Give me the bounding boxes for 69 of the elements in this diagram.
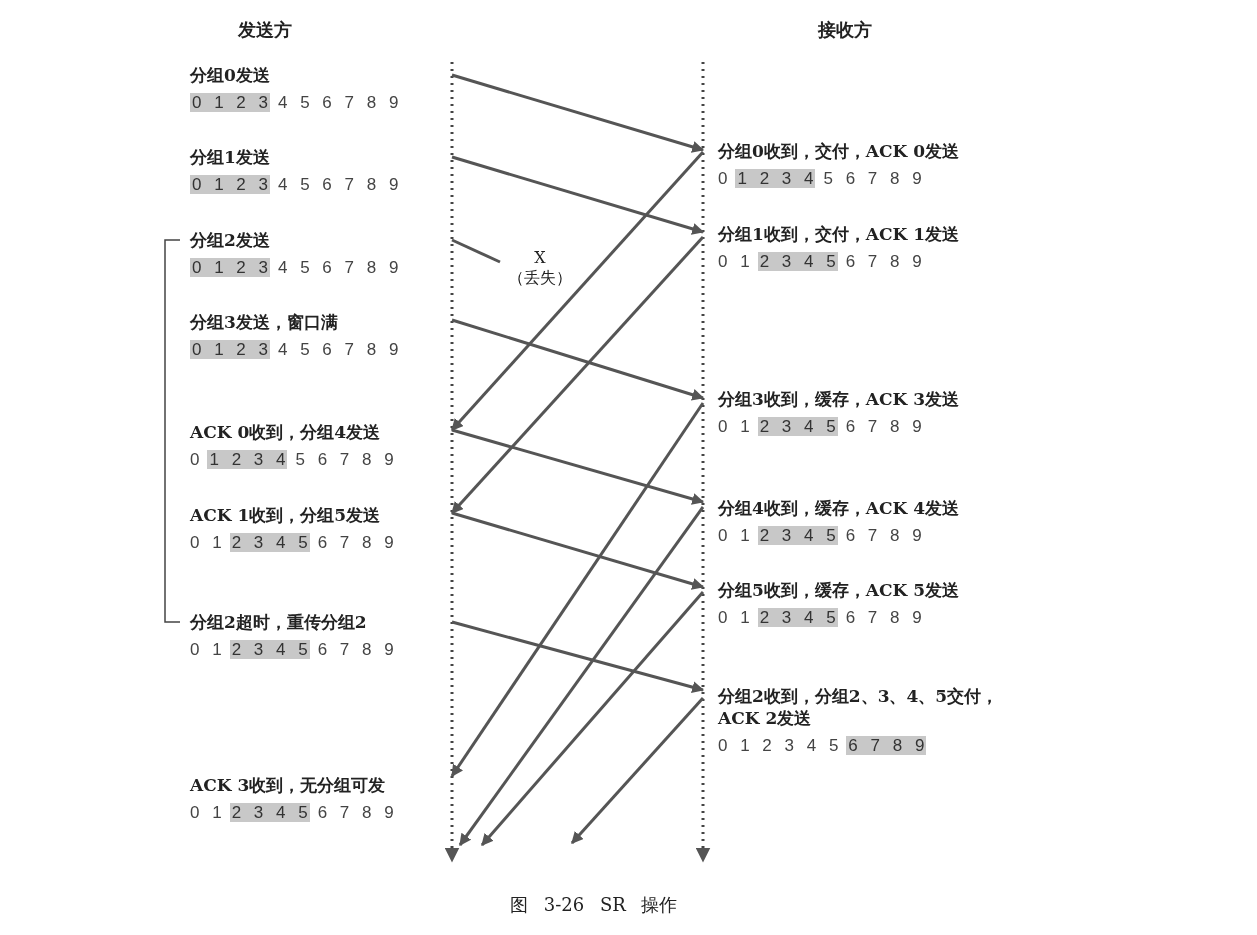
sequence-numbers: 4 5 6 7 8 9 [278,175,399,194]
arrow [480,591,705,846]
arrow [450,402,705,777]
sequence-numbers: 0 [190,450,200,469]
arrow [451,511,705,590]
event-label: 分组3发送，窗口满 [190,311,339,333]
event-label: 分组5收到，缓存，ACK 5发送 [718,579,961,601]
sequence-numbers: 0 1 [718,417,750,436]
window-highlight: 6 7 8 9 [846,736,927,755]
sequence-numbers: 6 7 8 9 [845,608,922,627]
sequence-numbers: 0 1 [718,526,750,545]
arrow [450,151,705,431]
arrow [451,620,705,693]
event-label: 分组2超时，重传分组2 [190,611,368,633]
arrow [451,73,705,153]
window-highlight: 2 3 4 5 [229,803,310,822]
event-label: 分组2发送 [190,229,271,251]
window-highlight: 0 1 2 3 [190,175,270,194]
column-heading: 接收方 [818,18,872,42]
window-highlight: 2 3 4 5 [757,608,838,627]
sequence-numbers: 0 1 [718,608,750,627]
sequence-numbers: 6 7 8 9 [845,417,922,436]
window-highlight: 0 1 2 3 [190,93,270,112]
arrow [570,697,705,844]
window-highlight: 2 3 4 5 [229,533,310,552]
sequence-numbers: 0 1 [190,803,222,822]
window-highlight: 2 3 4 5 [757,252,838,271]
window-highlight: 1 2 3 4 [735,169,816,188]
event-label: 分组0发送 [190,64,271,86]
sequence-numbers: 0 1 [190,533,222,552]
window-highlight: 2 3 4 5 [757,417,838,436]
arrow [450,236,705,514]
event-label: 分组1发送 [190,146,271,168]
window-highlight: 1 2 3 4 [207,450,288,469]
sequence-numbers: 6 7 8 9 [317,803,394,822]
sequence-numbers: 5 6 7 8 9 [823,169,922,188]
event-label: ACK 0收到，分组4发送 [190,421,382,443]
sequence-numbers: 0 1 2 3 4 5 [718,736,839,755]
window-highlight: 0 1 2 3 [190,258,270,277]
arrow [451,318,705,401]
loss-mark: X [533,248,547,268]
window-highlight: 2 3 4 5 [757,526,838,545]
window-highlight: 2 3 4 5 [229,640,310,659]
sequence-numbers: 6 7 8 9 [845,526,922,545]
sequence-numbers: 6 7 8 9 [317,533,394,552]
arrow [451,155,705,235]
sequence-numbers: 4 5 6 7 8 9 [278,258,399,277]
event-label: 分组2收到，分组2、3、4、5交付，ACK 2发送 [718,685,1000,729]
arrow [458,506,705,846]
sequence-numbers: 4 5 6 7 8 9 [278,340,399,359]
event-label: 分组0收到，交付，ACK 0发送 [718,140,961,162]
sequence-numbers: 0 1 [718,252,750,271]
figure-caption: 图 3-26 SR 操作 [510,893,678,917]
window-highlight: 0 1 2 3 [190,340,270,359]
event-label: 分组1收到，交付，ACK 1发送 [718,223,961,245]
event-label: ACK 1收到，分组5发送 [190,504,382,526]
sequence-numbers: 6 7 8 9 [317,640,394,659]
sequence-numbers: 0 1 [190,640,222,659]
event-label: ACK 3收到，无分组可发 [190,774,387,796]
sequence-numbers: 4 5 6 7 8 9 [278,93,399,112]
arrow [451,428,705,505]
loss-label: （丢失） [507,268,573,288]
sequence-numbers: 6 7 8 9 [845,252,922,271]
event-label: 分组4收到，缓存，ACK 4发送 [718,497,961,519]
line [451,238,501,264]
sequence-numbers: 5 6 7 8 9 [295,450,394,469]
sequence-numbers: 0 [718,169,728,188]
event-label: 分组3收到，缓存，ACK 3发送 [718,388,961,410]
column-heading: 发送方 [238,18,292,42]
